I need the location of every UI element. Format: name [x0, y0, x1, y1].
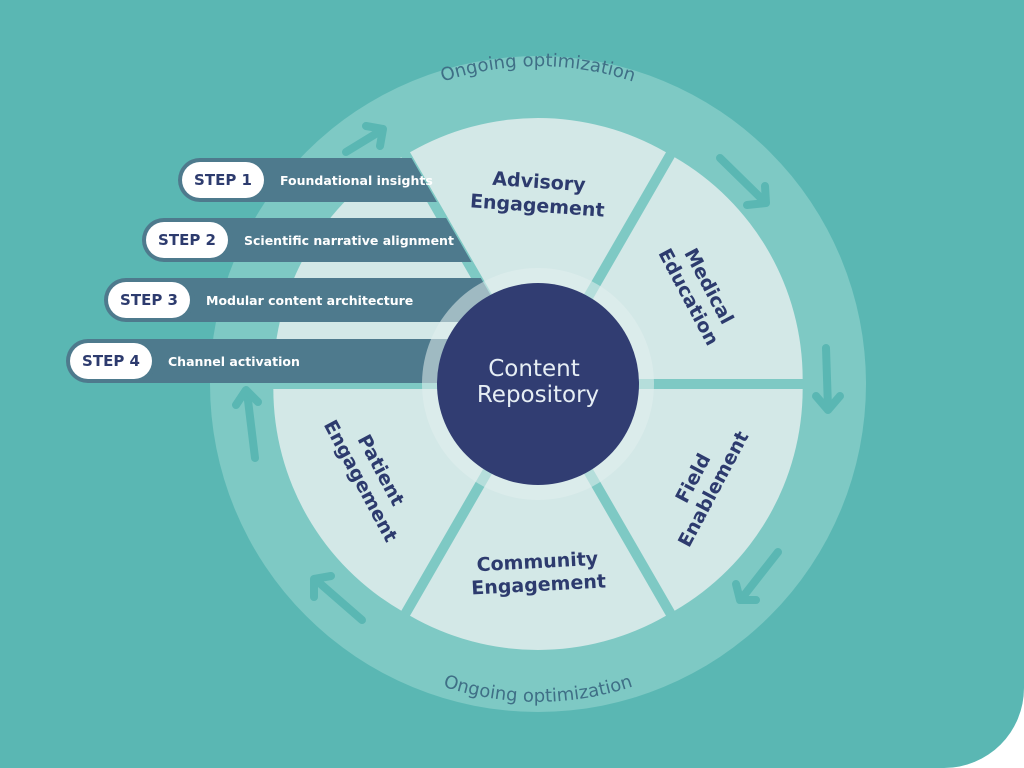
- center-label-line1: Content: [488, 356, 579, 382]
- center-circle: [437, 283, 639, 485]
- segment-label-advisory: Advisory Engagement: [469, 168, 605, 222]
- step-4-badge: STEP 4: [70, 343, 152, 379]
- step-1-text: Foundational insights: [280, 172, 433, 188]
- arrow-bottom-right-icon: [732, 548, 782, 604]
- step-1-badge: STEP 1: [182, 162, 264, 198]
- step-4: STEP 4 Channel activation: [66, 339, 300, 383]
- step-2: STEP 2 Scientific narrative alignment: [142, 218, 454, 262]
- step-3-bar: [104, 278, 507, 322]
- step-3-text: Modular content architecture: [206, 292, 414, 308]
- arrow-top-right-icon: [716, 154, 770, 209]
- arrow-left-icon: [232, 386, 262, 462]
- step-2-text: Scientific narrative alignment: [244, 232, 454, 248]
- segment-label-community: Community Engagement: [471, 548, 607, 600]
- step-2-badge: STEP 2: [146, 222, 228, 258]
- arrow-top-left-icon: [342, 122, 387, 156]
- step-3: STEP 3 Modular content architecture: [104, 278, 413, 322]
- center-label-line2: Repository: [477, 382, 599, 408]
- segment-community: [410, 394, 666, 650]
- step-4-text: Channel activation: [168, 353, 300, 369]
- arrow-bottom-left-icon: [310, 572, 366, 624]
- step-4-bar: [66, 339, 542, 383]
- step-3-badge: STEP 3: [108, 282, 190, 318]
- arrow-right-icon: [812, 344, 844, 414]
- step-1: STEP 1 Foundational insights: [178, 158, 433, 202]
- segment-advisory: [410, 117, 666, 374]
